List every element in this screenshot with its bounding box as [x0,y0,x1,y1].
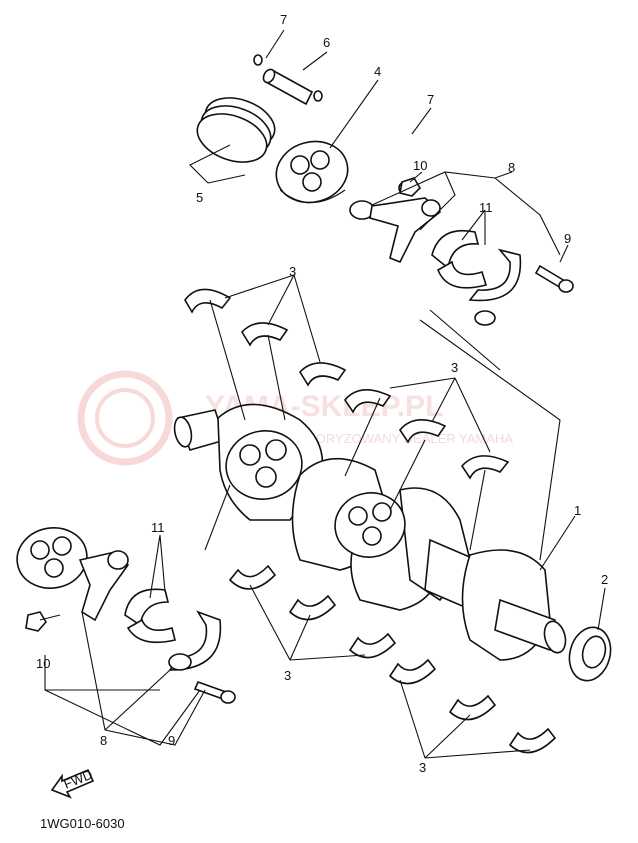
callout-7-top: 7 [280,12,287,27]
piston-mid-left [225,430,303,500]
callout-11-lower: 11 [151,520,165,535]
callout-8-top: 8 [508,160,515,175]
rod-nut [25,177,422,632]
callout-8-lower: 8 [100,733,107,748]
piston-upper [275,140,349,204]
piston-mid-right [334,492,406,558]
piston-rings [196,97,276,163]
callout-9-top: 9 [564,231,571,246]
callout-6: 6 [323,35,330,50]
leader-lines [39,29,606,759]
callout-1: 1 [574,503,581,518]
oil-seal [568,626,612,682]
callout-5: 5 [196,190,203,205]
watermark-subtitle: AUTORYZOWANY DEALER YAMAHA [290,431,513,446]
bearing-pair-lower [124,588,222,671]
fwd-arrow: FWD [50,767,95,799]
rod-bolt-lower [193,680,236,704]
callout-11-top: 11 [479,200,493,215]
piston-pin [253,54,323,106]
diagram-code: 1WG010-6030 [40,816,125,831]
callout-numbers: 7 6 4 7 10 8 11 9 5 3 3 1 2 11 10 3 8 9 … [36,12,608,775]
main-bearing-shells [184,288,557,754]
callout-4: 4 [374,64,381,79]
callout-3-upper-right: 3 [451,360,458,375]
rod-bolt-upper [534,264,574,293]
watermark-logo [77,370,173,466]
callout-7-right: 7 [427,92,434,107]
callout-3-upper-left: 3 [289,264,296,279]
callout-3-lower-mid: 3 [284,668,291,683]
callout-10-top: 10 [413,158,427,173]
callout-3-lower-right: 3 [419,760,426,775]
callout-2: 2 [601,572,608,587]
callout-10-lower: 10 [36,656,50,671]
connecting-rod-upper [349,181,442,264]
bearing-pair-upper [431,230,522,326]
callout-9-lower: 9 [168,733,175,748]
connecting-rod-lower [78,550,130,622]
piston-lower [16,527,88,589]
